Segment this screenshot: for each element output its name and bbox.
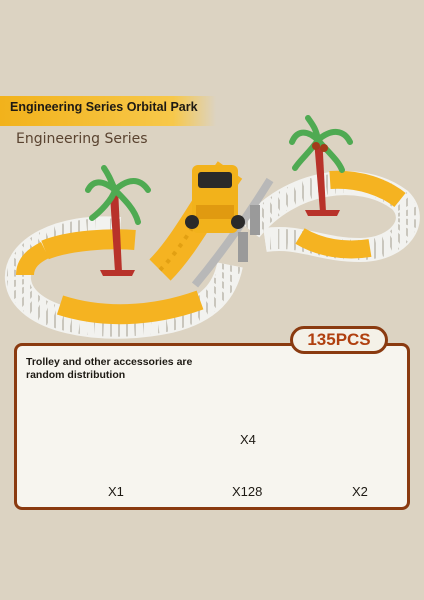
track-pieces-quantity: X128 <box>232 484 263 499</box>
piece-count-badge: 135PCS <box>290 326 388 354</box>
scene-tree-left <box>85 165 151 276</box>
scene-car <box>185 165 245 233</box>
bridge-support-quantity: X4 <box>240 432 256 447</box>
track-left-loop <box>4 216 243 339</box>
product-title: Engineering Series Orbital Park <box>10 100 198 114</box>
product-subtitle: Engineering Series <box>16 131 148 147</box>
track-right-loop <box>240 170 420 263</box>
palm-tree-quantity: X2 <box>352 484 368 499</box>
scene-tree-right <box>289 115 353 216</box>
car-quantity: X1 <box>108 484 124 499</box>
contents-panel <box>14 343 410 510</box>
distribution-note: Trolley and other accessories are random… <box>26 356 193 381</box>
title-banner <box>0 96 216 126</box>
